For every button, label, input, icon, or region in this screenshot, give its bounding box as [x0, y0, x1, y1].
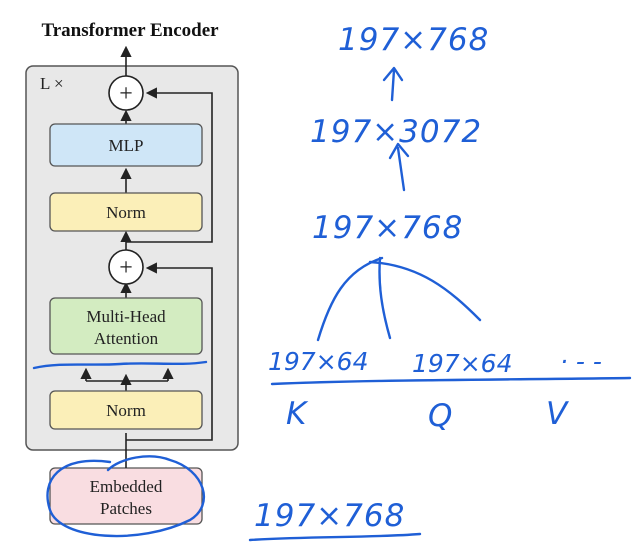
residual-path-upper — [126, 87, 213, 243]
mlp-shape-annotation: 197×3072 — [310, 114, 482, 150]
residual-path-lower — [126, 262, 213, 441]
heads-divider-line — [270, 376, 632, 386]
q-label: Q — [428, 398, 453, 434]
norm-top-label: Norm — [106, 203, 146, 222]
head-curve-middle — [378, 256, 392, 340]
add-node-bottom — [108, 249, 144, 285]
attention-out-annotation: 197×768 — [312, 210, 463, 246]
k-label: K — [286, 396, 309, 432]
embedded-label-line1: Embedded — [90, 477, 163, 496]
head-shape-2: 197×64 — [412, 349, 512, 378]
input-shape-underline — [248, 532, 422, 542]
embedded-patches-circle — [46, 455, 206, 538]
head-ellipsis: · - - — [560, 347, 602, 376]
attention-input-underline — [32, 360, 208, 370]
attention-block — [49, 297, 203, 355]
diagram-title: Transformer Encoder — [41, 20, 219, 41]
norm-block-top — [49, 192, 203, 232]
input-shape-annotation: 197×768 — [254, 498, 405, 534]
top-shape-annotation: 197×768 — [338, 22, 489, 58]
head-curve-left — [316, 256, 384, 342]
add-symbol-top: + — [119, 81, 133, 107]
repeat-label: L × — [40, 74, 64, 93]
mlp-label: MLP — [109, 136, 144, 155]
mlp-block — [49, 123, 203, 167]
mlp-shape-arrow — [388, 142, 410, 192]
add-symbol-bottom: + — [119, 255, 133, 281]
norm-bottom-label: Norm — [106, 401, 146, 420]
attention-label-line2: Attention — [94, 329, 159, 348]
attention-label-line1: Multi-Head — [86, 307, 166, 326]
v-label: V — [546, 396, 570, 432]
head-curve-right — [368, 260, 482, 322]
norm-block-bottom — [49, 390, 203, 430]
top-shape-arrow — [382, 66, 404, 102]
head-shape-1: 197×64 — [268, 347, 368, 376]
embedded-label-line2: Patches — [100, 499, 152, 518]
add-node-top — [108, 75, 144, 111]
